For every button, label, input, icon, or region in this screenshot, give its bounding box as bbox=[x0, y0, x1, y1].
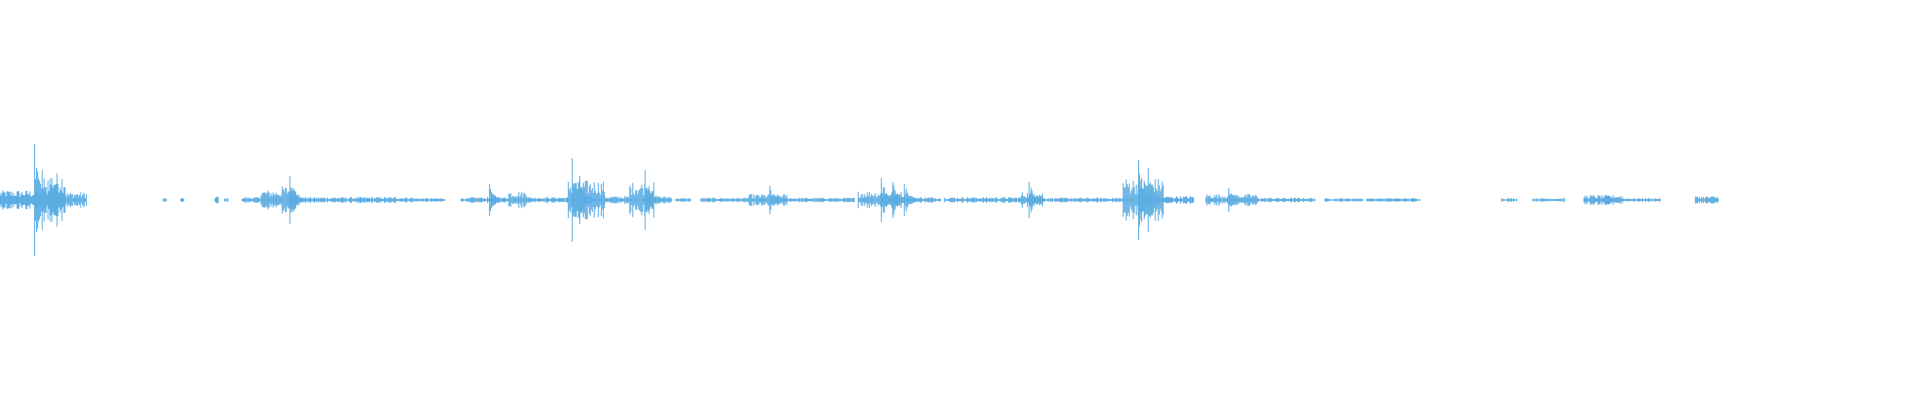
waveform-bars bbox=[0, 144, 1719, 256]
